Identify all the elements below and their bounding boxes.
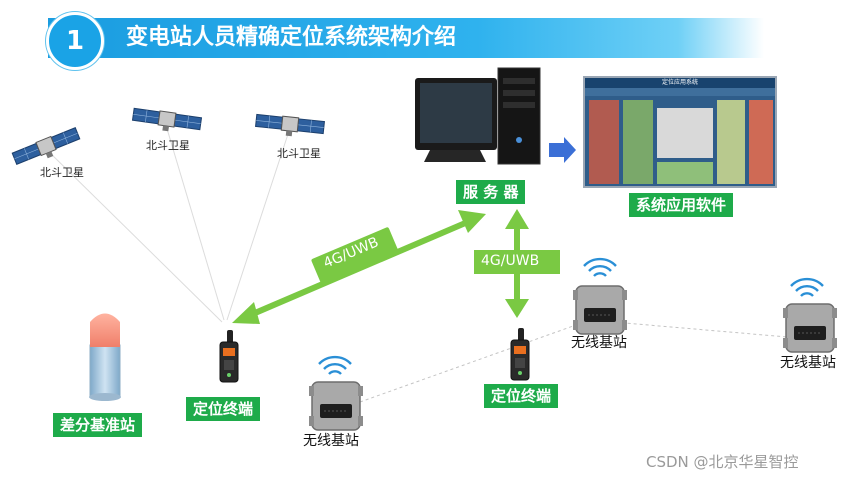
software-label: 系统应用软件: [629, 193, 734, 217]
reference-station-label: 差分基准站: [53, 413, 143, 437]
positioning-terminal-icon: [510, 327, 530, 381]
software-zone-left: [589, 100, 619, 184]
software-screenshot: 定位应用系统: [583, 76, 777, 188]
section-number-badge: 1: [46, 12, 104, 70]
link-label-bg: [474, 250, 560, 274]
title-banner: [48, 18, 764, 58]
satellite-label: 北斗卫星: [277, 147, 321, 160]
differential-reference-station-icon: [89, 313, 121, 401]
beidou-satellite-icon: [131, 106, 203, 137]
server-computer-icon: [415, 67, 541, 165]
software-zone-field: [657, 162, 713, 184]
software-zone-green: [623, 100, 653, 184]
link-label-bg: [311, 227, 399, 285]
satellite-label: 北斗卫星: [146, 139, 190, 152]
satellite-label: 北斗卫星: [40, 166, 84, 179]
server-label: 服 务 器: [456, 180, 526, 204]
software-zone-yard: [717, 100, 745, 184]
wireless-signal-icon: [789, 277, 825, 298]
base-station-label: 无线基站: [780, 355, 836, 371]
software-screen-title: 定位应用系统: [585, 78, 775, 88]
wireless-base-station-icon: [782, 303, 838, 353]
base-station-label: 无线基站: [303, 433, 359, 449]
wireless-base-station-icon: [572, 285, 628, 335]
wireless-signal-icon: [582, 257, 618, 278]
watermark: CSDN @北京华星智控: [646, 453, 799, 471]
terminal-label: 定位终端: [186, 397, 261, 421]
page-title: 变电站人员精确定位系统架构介绍: [126, 25, 457, 50]
base-station-label: 无线基站: [571, 335, 627, 351]
software-zone-building: [657, 108, 713, 158]
positioning-terminal-icon: [219, 329, 239, 383]
wireless-base-station-icon: [308, 381, 364, 431]
wireless-signal-icon: [317, 355, 353, 376]
link-label-server-terminal: 4G/UWB: [481, 253, 540, 269]
to-software-arrow: [549, 137, 576, 163]
terminal-label: 定位终端: [484, 384, 559, 408]
satellite-signal-lines: [44, 121, 291, 323]
software-zone-right: [749, 100, 773, 184]
software-toolbar: [585, 88, 775, 96]
beidou-satellite-icon: [254, 112, 326, 140]
